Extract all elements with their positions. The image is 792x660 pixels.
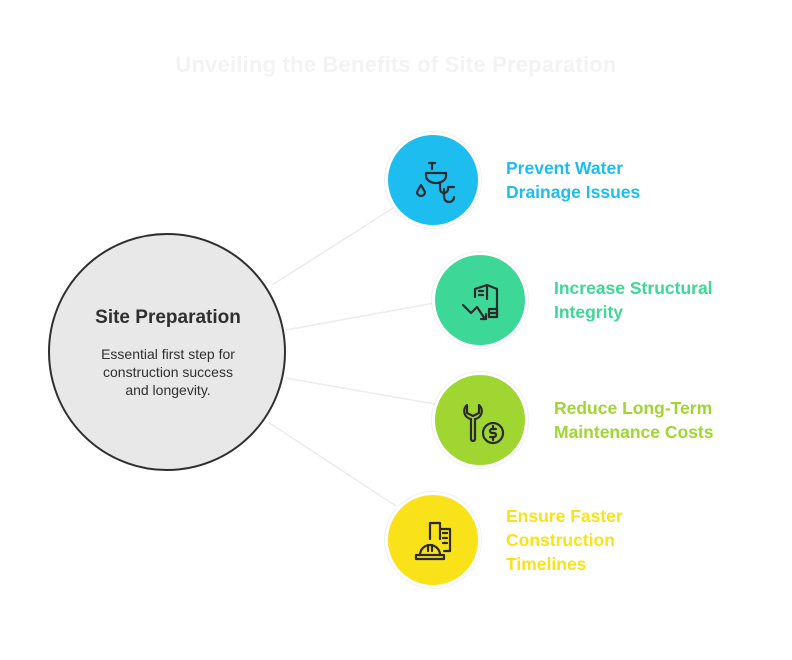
benefit-label-water: Prevent Water Drainage Issues <box>506 156 640 204</box>
sink-drain-icon <box>415 161 456 204</box>
benefit-label-line: Construction <box>506 530 615 550</box>
benefit-label-line: Drainage Issues <box>506 182 641 202</box>
hub-description: Essential first step for construction su… <box>80 345 256 399</box>
benefit-label-line: Increase Structural <box>554 278 713 298</box>
benefit-label-line: Prevent Water <box>506 158 624 178</box>
hub-description-line: construction success <box>103 364 233 380</box>
benefit-label-line: Reduce Long-Term <box>554 398 713 418</box>
connector-2 <box>285 301 441 331</box>
benefit-label-structural: Increase Structural Integrity <box>554 276 713 324</box>
benefit-label-line: Integrity <box>554 302 624 322</box>
connector-3 <box>285 377 441 406</box>
hardhat-building-icon <box>414 521 452 561</box>
building-decline-icon <box>461 283 499 321</box>
hub-description-line: Essential first step for <box>101 346 235 362</box>
benefit-label-line: Maintenance Costs <box>554 422 714 442</box>
benefit-node-timeline <box>385 492 481 588</box>
connector-1 <box>271 204 399 286</box>
benefit-node-water <box>385 132 481 228</box>
hub-circle <box>48 233 286 471</box>
diagram-title: Unveiling the Benefits of Site Preparati… <box>175 52 617 77</box>
benefit-label-maintenance: Reduce Long-Term Maintenance Costs <box>554 396 713 444</box>
benefit-label-line: Ensure Faster <box>506 506 623 526</box>
benefit-node-structural <box>432 252 528 348</box>
benefit-node-maintenance <box>432 372 528 468</box>
connector-4 <box>267 421 397 507</box>
hub-description-line: and longevity. <box>125 382 211 398</box>
wrench-dollar-icon <box>463 403 505 445</box>
benefit-label-line: Timelines <box>506 554 587 574</box>
hub-title: Site Preparation <box>95 307 241 328</box>
benefit-label-timeline: Ensure Faster Construction Timelines <box>506 504 623 576</box>
